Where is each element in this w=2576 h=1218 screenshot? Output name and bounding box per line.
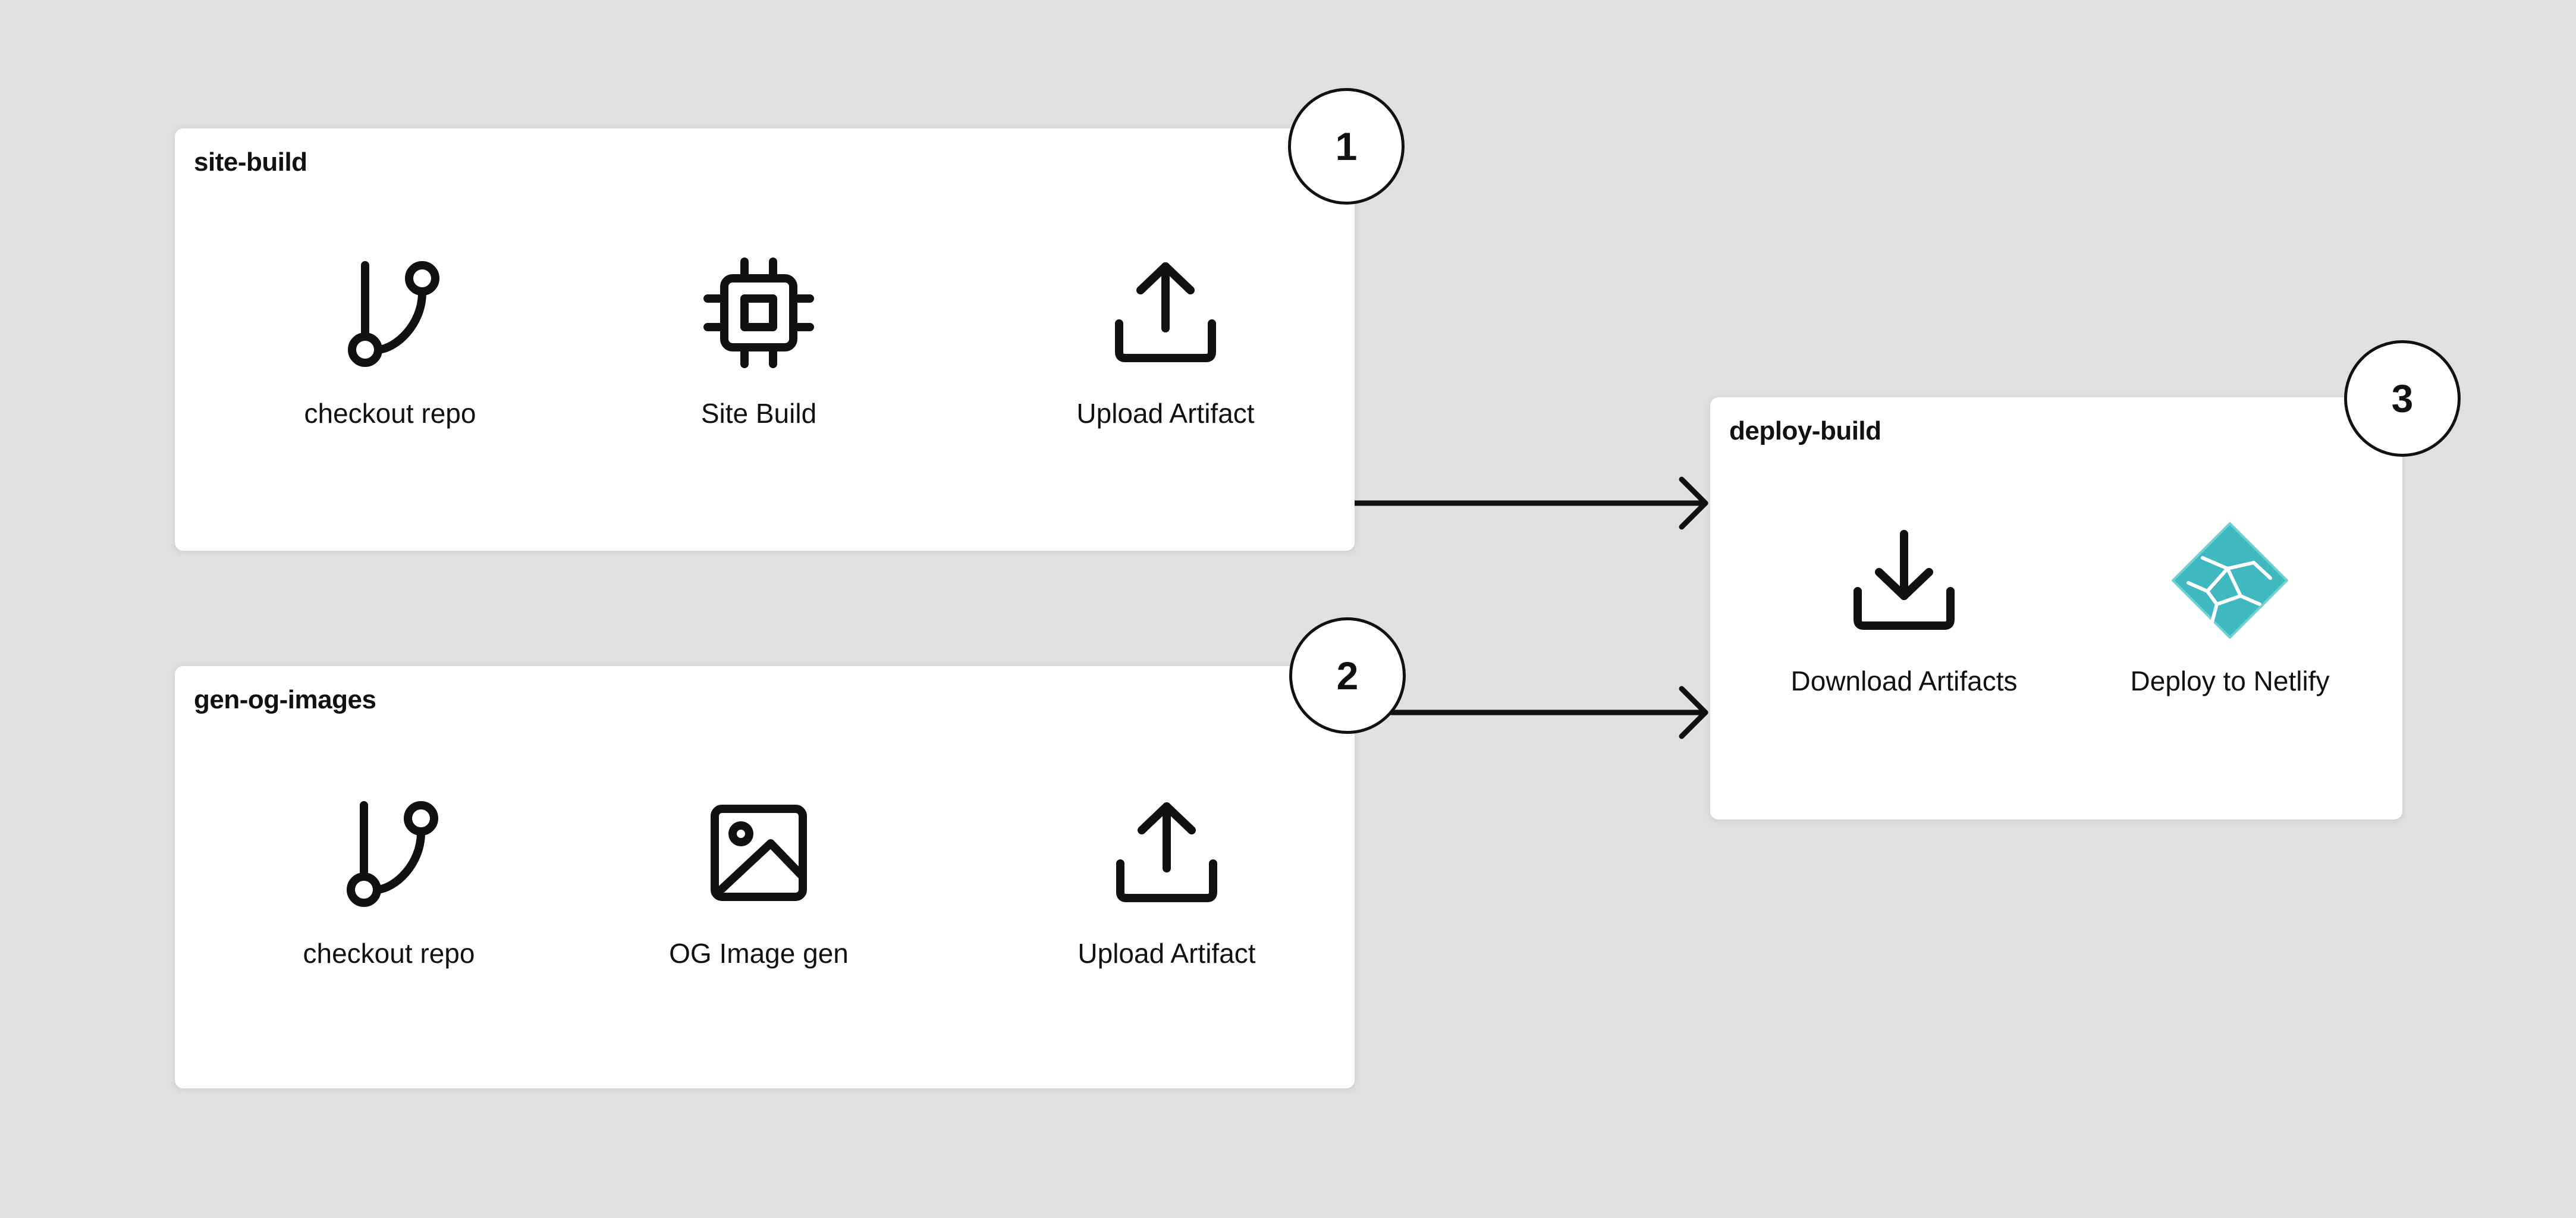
cpu-chip-icon <box>699 253 818 372</box>
job-card-site-build[interactable]: site-build checkout repo <box>175 128 1355 551</box>
step-label: Site Build <box>700 398 817 429</box>
step-checkout-repo[interactable]: checkout repo <box>259 253 521 503</box>
step-label: Deploy to Netlify <box>2130 665 2330 696</box>
step-label: checkout repo <box>304 398 476 429</box>
step-upload-artifact[interactable]: Upload Artifact <box>1036 793 1298 1043</box>
step-og-image-gen[interactable]: OG Image gen <box>628 793 890 1043</box>
upload-icon <box>1106 253 1225 372</box>
step-download-artifacts[interactable]: Download Artifacts <box>1773 521 2035 771</box>
git-branch-icon <box>331 253 450 372</box>
image-icon <box>699 793 818 912</box>
step-label: Upload Artifact <box>1077 938 1256 969</box>
upload-icon <box>1107 793 1226 912</box>
netlify-logo-icon <box>2170 521 2289 640</box>
job-title: deploy-build <box>1729 416 1881 445</box>
step-label: checkout repo <box>303 938 475 969</box>
step-label: OG Image gen <box>669 938 849 969</box>
job-order-badge-2: 2 <box>1289 617 1406 734</box>
step-upload-artifact[interactable]: Upload Artifact <box>1035 253 1296 503</box>
job-title: site-build <box>194 147 307 177</box>
job-order-badge-3: 3 <box>2344 340 2461 457</box>
git-branch-icon <box>329 793 448 912</box>
step-label: Download Artifacts <box>1790 665 2018 696</box>
edge-gen-og-images-arrowhead <box>1679 686 1708 739</box>
job-card-deploy-build[interactable]: deploy-build Download Artifacts <box>1710 397 2402 820</box>
edge-site-build-arrowhead <box>1679 476 1708 530</box>
step-checkout-repo[interactable]: checkout repo <box>258 793 520 1043</box>
job-order-badge-1: 1 <box>1288 88 1405 205</box>
step-site-build[interactable]: Site Build <box>628 253 890 503</box>
job-card-gen-og-images[interactable]: gen-og-images checkout repo <box>175 666 1355 1088</box>
step-deploy-to-netlify[interactable]: Deploy to Netlify <box>2099 521 2361 771</box>
job-title: gen-og-images <box>194 685 376 714</box>
download-icon <box>1845 521 1964 640</box>
step-label: Upload Artifact <box>1076 398 1255 429</box>
